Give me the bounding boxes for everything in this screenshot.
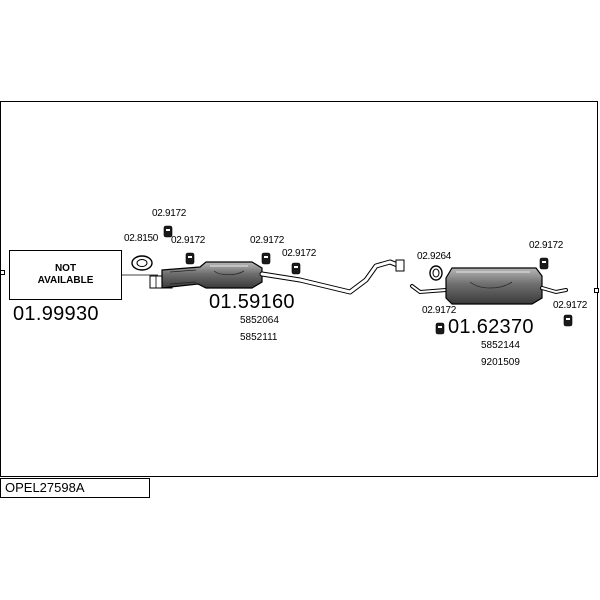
clamp-part (429, 265, 443, 281)
front-part-number[interactable]: 01.99930 (13, 303, 99, 325)
hanger-label-middle-left[interactable]: 02.9172 (250, 235, 285, 246)
not-available-box: NOT AVAILABLE (9, 250, 122, 300)
hanger-icon-front-mid (185, 252, 195, 265)
hanger-label-middle-right[interactable]: 02.9172 (282, 248, 317, 259)
middle-oem-number-1: 5852064 (240, 315, 279, 326)
clamp-label[interactable]: 02.9264 (417, 251, 452, 262)
rear-part-number[interactable]: 01.62370 (448, 316, 534, 338)
hanger-icon-rear-top (539, 257, 549, 270)
left-edge-marker (0, 270, 5, 275)
rear-silencer-part (410, 267, 568, 305)
right-edge-marker (594, 288, 599, 293)
hanger-icon-rear-right (563, 314, 573, 327)
rear-oem-number-2: 9201509 (481, 357, 520, 368)
rear-oem-number-1: 5852144 (481, 340, 520, 351)
middle-silencer-part (161, 261, 263, 289)
hanger-label-rear-top[interactable]: 02.9172 (529, 240, 564, 251)
hanger-label-rear-left[interactable]: 02.9172 (422, 305, 457, 316)
gasket-label[interactable]: 02.8150 (124, 233, 159, 244)
not-available-label: NOT AVAILABLE (37, 263, 94, 286)
hanger-icon-rear-left (435, 322, 445, 335)
hanger-icon-middle-right (291, 262, 301, 275)
hanger-icon-front-top (163, 225, 173, 238)
middle-part-number[interactable]: 01.59160 (209, 291, 295, 313)
hanger-icon-middle-left (261, 252, 271, 265)
hanger-label-rear-right[interactable]: 02.9172 (553, 300, 588, 311)
diagram-code-box: OPEL27598A (0, 478, 150, 498)
gasket-part (131, 255, 153, 271)
hanger-label-front-mid[interactable]: 02.9172 (171, 235, 206, 246)
hanger-label-front-top[interactable]: 02.9172 (152, 208, 187, 219)
middle-oem-number-2: 5852111 (240, 332, 278, 343)
diagram-code-label: OPEL27598A (5, 480, 85, 495)
